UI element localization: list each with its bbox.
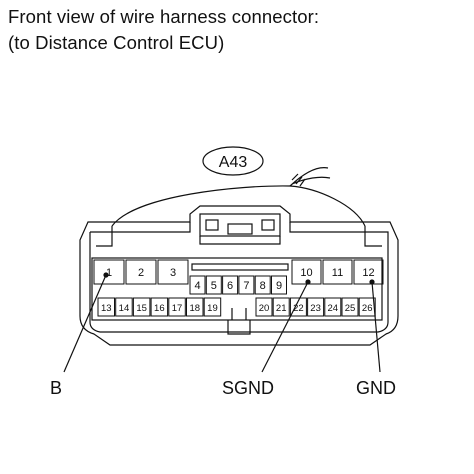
leader-dot-b (103, 272, 109, 278)
callout-sgnd: SGND (222, 378, 274, 398)
connector-housing (79, 205, 399, 346)
leader-dot-gnd (369, 279, 375, 285)
connector-id-label: A43 (219, 154, 248, 171)
pin-cell-25 (341, 297, 359, 317)
leader-line-b (63, 274, 107, 373)
pin-label-4: 4 (194, 280, 200, 292)
pin-label-23: 23 (310, 303, 321, 314)
leader-line-sgnd (261, 281, 309, 373)
diagram-subtitle: (to Distance Control ECU) (8, 32, 225, 53)
callout-b: B (50, 378, 62, 398)
pin-cell-23 (307, 297, 325, 317)
pin-cell-12 (353, 259, 384, 285)
pin-label-11: 11 (332, 267, 343, 279)
pin-cell-9 (271, 275, 287, 295)
connector-inner-frame (89, 222, 389, 333)
pin-cell-22 (289, 297, 307, 317)
pin-label-12: 12 (362, 267, 374, 279)
pin-label-5: 5 (211, 280, 217, 292)
pin-cell-15 (132, 297, 151, 317)
pin-cell-20 (255, 297, 273, 317)
pin-cell-6 (222, 275, 239, 295)
pin-cell-16 (150, 297, 169, 317)
pin-cell-24 (324, 297, 342, 317)
harness-wire-end (289, 167, 331, 187)
pin-cell-5 (205, 275, 222, 295)
pin-cell-18 (186, 297, 204, 317)
leader-line-gnd (371, 281, 381, 373)
pin-label-24: 24 (328, 303, 339, 314)
pin-label-18: 18 (189, 303, 200, 314)
connector-id-bubble (202, 146, 264, 176)
pin-cell-17 (168, 297, 186, 317)
pin-label-10: 10 (300, 267, 312, 279)
pin-label-8: 8 (260, 280, 266, 292)
pin-label-1: 1 (106, 267, 112, 279)
pin-cell-21 (272, 297, 290, 317)
pin-block (91, 257, 383, 321)
pin-cell-13 (97, 297, 115, 317)
pin-cell-1 (93, 259, 125, 285)
pin-cell-7 (238, 275, 255, 295)
pin-label-21: 21 (276, 303, 287, 314)
pin-cell-8 (254, 275, 271, 295)
pin-cell-11 (322, 259, 353, 285)
pin-label-3: 3 (170, 267, 176, 279)
pin-cell-19 (203, 297, 222, 317)
pin-cell-4 (189, 275, 206, 295)
pin-cell-2 (125, 259, 157, 285)
pin-label-7: 7 (243, 280, 249, 292)
pin-label-14: 14 (119, 303, 130, 314)
pin-label-2: 2 (138, 267, 144, 279)
pin-label-16: 16 (154, 303, 165, 314)
pin-label-13: 13 (101, 303, 112, 314)
pin-label-15: 15 (136, 303, 147, 314)
pin-label-22: 22 (293, 303, 304, 314)
pin-label-26: 26 (362, 303, 373, 314)
pin-label-20: 20 (259, 303, 270, 314)
pin-label-19: 19 (207, 303, 218, 314)
polarization-key (227, 320, 251, 335)
leader-dot-sgnd (305, 279, 311, 285)
harness-wire (111, 185, 366, 227)
callout-gnd: GND (356, 378, 396, 398)
diagram-title: Front view of wire harness connector: (8, 6, 320, 27)
pin-cell-14 (115, 297, 133, 317)
pin-label-9: 9 (276, 280, 282, 292)
connector-latch (199, 213, 281, 237)
pin-cell-26 (358, 297, 376, 317)
pin-cell-3 (157, 259, 189, 285)
pin-label-17: 17 (172, 303, 183, 314)
pin-label-25: 25 (345, 303, 356, 314)
pin-label-6: 6 (227, 280, 233, 292)
